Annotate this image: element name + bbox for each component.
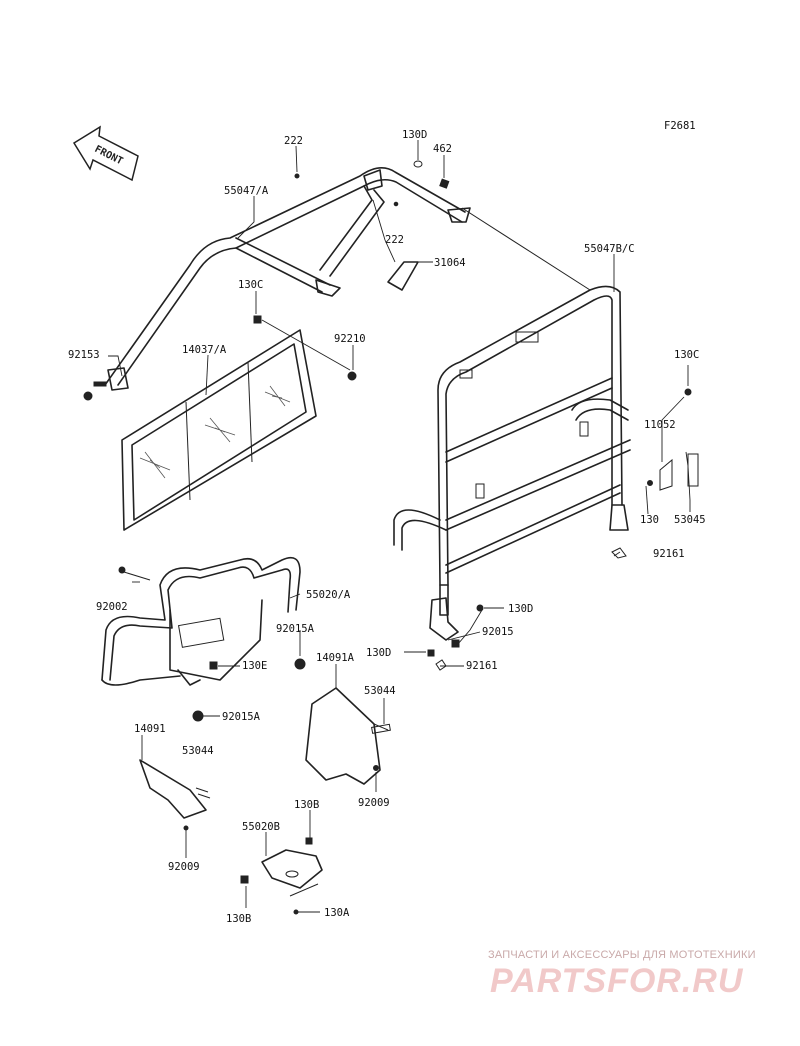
label-222-top[interactable]: 222 (284, 135, 303, 147)
label-14037a[interactable]: 14037/A (182, 344, 227, 356)
label-92009-right[interactable]: 92009 (358, 797, 390, 809)
label-55047bc[interactable]: 55047B/C (584, 243, 635, 255)
label-92009-left[interactable]: 92009 (168, 861, 200, 873)
label-11052[interactable]: 11052 (644, 419, 676, 431)
bracket-55020b (261, 849, 323, 897)
label-92015[interactable]: 92015 (482, 626, 514, 638)
label-130c-left[interactable]: 130C (238, 279, 263, 291)
label-92153[interactable]: 92153 (68, 349, 100, 361)
label-53044-right[interactable]: 53044 (364, 685, 396, 697)
strap-31064 (387, 261, 419, 291)
front-arrow-icon: FRONT (72, 125, 139, 182)
label-130[interactable]: 130 (640, 514, 659, 526)
label-14091[interactable]: 14091 (134, 723, 166, 735)
watermark-caption: ЗАПЧАСТИ И АКСЕССУАРЫ ДЛЯ МОТОТЕХНИКИ (488, 949, 756, 961)
assembly-line (461, 207, 591, 291)
label-130a[interactable]: 130A (324, 907, 350, 919)
label-130b-top[interactable]: 130B (294, 799, 319, 811)
label-130d-top[interactable]: 130D (402, 129, 427, 141)
rollbar-rear-55047bc (393, 285, 631, 616)
leader-lines (108, 140, 691, 913)
label-53045[interactable]: 53045 (674, 514, 706, 526)
label-222-mid[interactable]: 222 (385, 234, 404, 246)
label-55020a[interactable]: 55020/A (306, 589, 351, 601)
net-14037a (121, 329, 317, 531)
label-14091a[interactable]: 14091A (316, 652, 355, 664)
label-31064[interactable]: 31064 (434, 257, 466, 269)
label-92161-mid[interactable]: 92161 (466, 660, 498, 672)
label-130c-right[interactable]: 130C (674, 349, 699, 361)
figure-code: F2681 (664, 120, 696, 132)
label-130e[interactable]: 130E (242, 660, 267, 672)
guard-14091 (139, 759, 211, 819)
label-55020b[interactable]: 55020B (242, 821, 280, 833)
label-92210[interactable]: 92210 (334, 333, 366, 345)
label-130d-left[interactable]: 130D (366, 647, 391, 659)
watermark-logo: PARTSFOR.RU (490, 962, 744, 1000)
label-130b-bottom[interactable]: 130B (226, 913, 251, 925)
label-55047a[interactable]: 55047/A (224, 185, 269, 197)
label-462[interactable]: 462 (433, 143, 452, 155)
skidplate-14091a (305, 687, 391, 785)
label-92002[interactable]: 92002 (96, 601, 128, 613)
label-53044-left[interactable]: 53044 (182, 745, 214, 757)
label-92015a-upper[interactable]: 92015A (276, 623, 315, 635)
label-92161-right[interactable]: 92161 (653, 548, 685, 560)
rollbar-front-55047a (104, 167, 471, 391)
hardware-fasteners (83, 160, 699, 915)
bumper-55020a (101, 556, 301, 686)
label-130d-mid[interactable]: 130D (508, 603, 533, 615)
label-92015a-lower[interactable]: 92015A (222, 711, 261, 723)
